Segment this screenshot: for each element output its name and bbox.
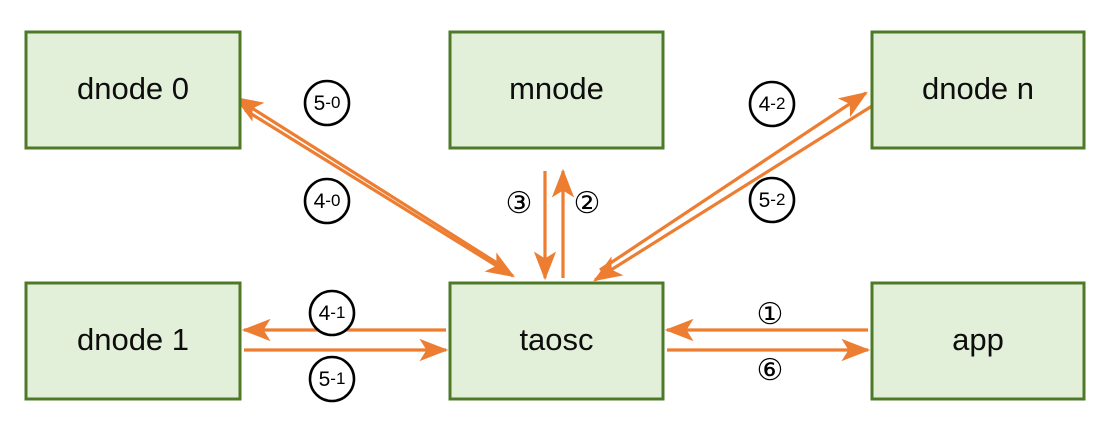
flow-arrow-e4-2 — [599, 91, 868, 272]
badge-label-b2: ② — [574, 187, 601, 220]
step-badge-b4-1: 4-1 — [308, 289, 356, 337]
node-box-app — [870, 281, 1086, 401]
edge-layer — [234, 91, 873, 362]
badge-label-b5-1: 5-1 — [319, 368, 346, 391]
badge-label-b3: ③ — [506, 187, 533, 220]
step-badge-b4-2: 4-2 — [748, 80, 796, 128]
node-box-dnode1 — [24, 281, 242, 401]
node-app[interactable]: app — [870, 281, 1086, 401]
step-badge-b3: ③ — [506, 187, 533, 220]
step-badge-b5-0: 5-0 — [303, 79, 351, 127]
badge-label-b1: ① — [757, 298, 784, 331]
step-badge-b6: ⑥ — [757, 354, 784, 387]
step-badge-b4-0: 4-0 — [303, 177, 351, 225]
node-dnoden[interactable]: dnode n — [870, 30, 1086, 150]
step-badge-b5-1: 5-1 — [308, 355, 356, 403]
badge-label-b4-2: 4-2 — [759, 93, 786, 116]
step-badge-b2: ② — [574, 187, 601, 220]
badge-label-b5-2: 5-2 — [759, 189, 786, 212]
badge-label-b4-0: 4-0 — [314, 190, 341, 213]
badge-circle-b5-0 — [303, 79, 351, 127]
badge-layer: 5-0 4-0 4-2 5-2 ③ ② 4-1 5-1 ① ⑥ — [303, 79, 796, 403]
node-dnode0[interactable]: dnode 0 — [24, 30, 242, 150]
flow-arrow-e5-2 — [593, 104, 873, 282]
badge-circle-b5-1 — [308, 355, 356, 403]
step-badge-b1: ① — [757, 298, 784, 331]
flow-arrow-e5-0 — [234, 96, 506, 270]
badge-circle-b4-1 — [308, 289, 356, 337]
node-label-dnode0: dnode 0 — [77, 71, 189, 106]
badge-circle-b5-2 — [748, 176, 796, 224]
badge-circle-b4-0 — [303, 177, 351, 225]
node-box-taosc — [448, 281, 665, 401]
node-box-dnode0 — [24, 30, 242, 150]
node-dnode1[interactable]: dnode 1 — [24, 281, 242, 401]
node-label-dnode1: dnode 1 — [77, 322, 189, 357]
node-mnode[interactable]: mnode — [448, 30, 665, 150]
node-label-taosc: taosc — [519, 322, 593, 357]
badge-label-b5-0: 5-0 — [314, 92, 341, 115]
node-taosc[interactable]: taosc — [448, 281, 665, 401]
flow-arrow-e4-0 — [244, 108, 515, 278]
badge-label-b4-1: 4-1 — [319, 302, 346, 325]
node-layer: dnode 0 mnode dnode n dnode 1 taosc app — [24, 30, 1086, 401]
node-box-mnode — [448, 30, 665, 150]
node-label-dnoden: dnode n — [922, 71, 1034, 106]
node-box-dnoden — [870, 30, 1086, 150]
step-badge-b5-2: 5-2 — [748, 176, 796, 224]
node-label-mnode: mnode — [509, 71, 604, 106]
badge-circle-b4-2 — [748, 80, 796, 128]
badge-label-b6: ⑥ — [757, 354, 784, 387]
node-label-app: app — [952, 322, 1004, 357]
